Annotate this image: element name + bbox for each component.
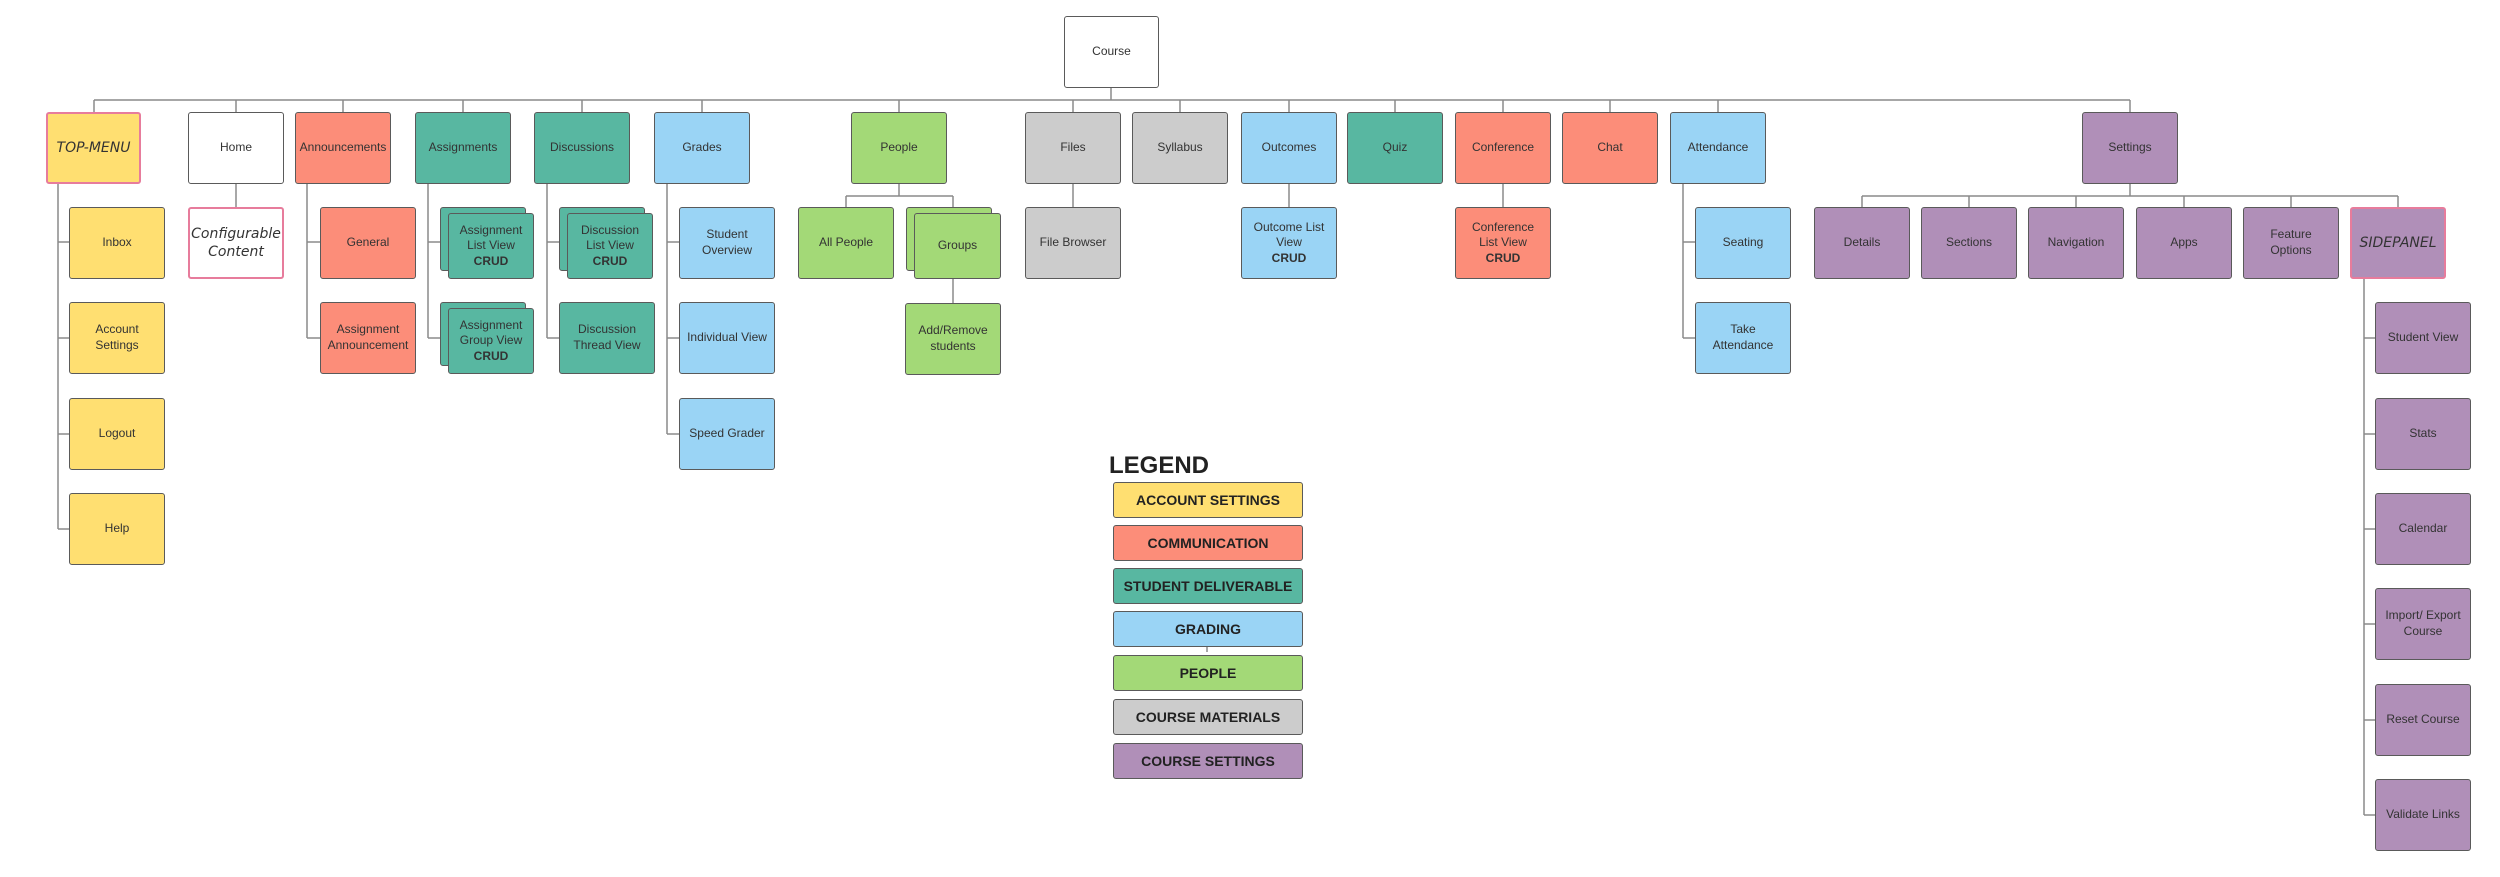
announcements-node[interactable]: Announcements (295, 112, 391, 184)
sidepanel-node[interactable]: SIDEPANEL (2350, 207, 2446, 279)
groups-node[interactable]: Groups (914, 213, 1001, 279)
add-remove-students-node[interactable]: Add/Remove students (905, 303, 1001, 375)
sections-node[interactable]: Sections (1921, 207, 2017, 279)
student-view-node[interactable]: Student View (2375, 302, 2471, 374)
general-announcement-node[interactable]: General (320, 207, 416, 279)
assignments-node[interactable]: Assignments (415, 112, 511, 184)
inbox-node[interactable]: Inbox (69, 207, 165, 279)
top-menu-node[interactable]: TOP-MENU (46, 112, 141, 184)
legend-grading: GRADING (1113, 611, 1303, 647)
grades-node[interactable]: Grades (654, 112, 750, 184)
assignment-announcement-node[interactable]: Assignment Announcement (320, 302, 416, 374)
crud-label: CRUD (473, 348, 509, 363)
crud-label: CRUD (1485, 250, 1521, 265)
crud-label: CRUD (473, 253, 509, 268)
logout-node[interactable]: Logout (69, 398, 165, 470)
feature-options-node[interactable]: Feature Options (2243, 207, 2339, 279)
crud-label: CRUD (1271, 250, 1307, 265)
attendance-node[interactable]: Attendance (1670, 112, 1766, 184)
outcomes-node[interactable]: Outcomes (1241, 112, 1337, 184)
legend-account-settings: ACCOUNT SETTINGS (1113, 482, 1303, 518)
conference-list-view-node[interactable]: Conference List View CRUD (1455, 207, 1551, 279)
legend-communication: COMMUNICATION (1113, 525, 1303, 561)
discussion-list-view-node[interactable]: Discussion List View CRUD (567, 213, 653, 279)
account-settings-node[interactable]: Account Settings (69, 302, 165, 374)
individual-view-node[interactable]: Individual View (679, 302, 775, 374)
apps-node[interactable]: Apps (2136, 207, 2232, 279)
seating-node[interactable]: Seating (1695, 207, 1791, 279)
stats-node[interactable]: Stats (2375, 398, 2471, 470)
home-node[interactable]: Home (188, 112, 284, 184)
assignment-group-view-label: Assignment Group View (459, 317, 523, 348)
student-overview-node[interactable]: Student Overview (679, 207, 775, 279)
quiz-node[interactable]: Quiz (1347, 112, 1443, 184)
legend-course-materials: COURSE MATERIALS (1113, 699, 1303, 735)
all-people-node[interactable]: All People (798, 207, 894, 279)
take-attendance-node[interactable]: Take Attendance (1695, 302, 1791, 374)
validate-links-node[interactable]: Validate Links (2375, 779, 2471, 851)
conference-node[interactable]: Conference (1455, 112, 1551, 184)
syllabus-node[interactable]: Syllabus (1132, 112, 1228, 184)
discussions-node[interactable]: Discussions (534, 112, 630, 184)
reset-course-node[interactable]: Reset Course (2375, 684, 2471, 756)
course-root-node[interactable]: Course (1064, 16, 1159, 88)
assignment-group-view-node[interactable]: Assignment Group View CRUD (448, 308, 534, 374)
configurable-content-node[interactable]: Configurable Content (188, 207, 284, 279)
settings-node[interactable]: Settings (2082, 112, 2178, 184)
import-export-course-node[interactable]: Import/ Export Course (2375, 588, 2471, 660)
assignment-list-view-label: Assignment List View (459, 222, 523, 253)
legend-student-deliverable: STUDENT DELIVERABLE (1113, 568, 1303, 604)
details-node[interactable]: Details (1814, 207, 1910, 279)
navigation-node[interactable]: Navigation (2028, 207, 2124, 279)
speed-grader-node[interactable]: Speed Grader (679, 398, 775, 470)
outcome-list-view-label: Outcome List View (1253, 219, 1325, 250)
calendar-node[interactable]: Calendar (2375, 493, 2471, 565)
conference-list-view-label: Conference List View (1471, 219, 1535, 250)
legend-people: PEOPLE (1113, 655, 1303, 691)
help-node[interactable]: Help (69, 493, 165, 565)
legend-title: LEGEND (1109, 452, 1210, 479)
assignment-list-view-node[interactable]: Assignment List View CRUD (448, 213, 534, 279)
discussion-thread-view-node[interactable]: Discussion Thread View (559, 302, 655, 374)
chat-node[interactable]: Chat (1562, 112, 1658, 184)
files-node[interactable]: Files (1025, 112, 1121, 184)
crud-label: CRUD (592, 253, 628, 268)
file-browser-node[interactable]: File Browser (1025, 207, 1121, 279)
people-node[interactable]: People (851, 112, 947, 184)
discussion-list-view-label: Discussion List View (580, 222, 640, 253)
legend-course-settings: COURSE SETTINGS (1113, 743, 1303, 779)
